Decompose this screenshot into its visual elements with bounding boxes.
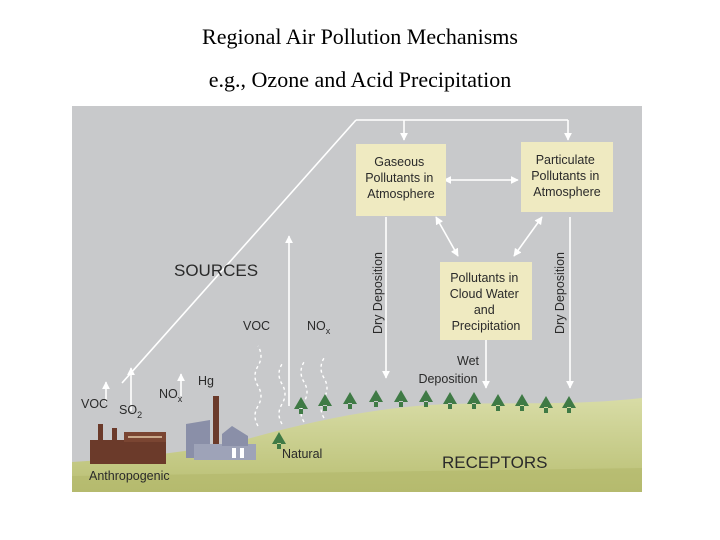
wet-label: Wet [457, 354, 480, 368]
box-gaseous-line-3: Atmosphere [367, 187, 434, 201]
box-gaseous-line-1: Gaseous [374, 155, 424, 169]
box-cloud-line-3: and [474, 303, 495, 317]
box-particulate-line-1: Particulate [536, 153, 595, 167]
deposition-label: Deposition [418, 372, 477, 386]
box-cloud-line-1: Pollutants in [450, 271, 518, 285]
diagram-subtitle: e.g., Ozone and Acid Precipitation [0, 67, 720, 93]
dry-deposition-left-label: Dry Deposition [371, 252, 385, 334]
box-cloud-line-2: Cloud Water [450, 287, 519, 301]
box-gaseous-pollutants: Gaseous Pollutants in Atmosphere [356, 144, 446, 216]
box-cloud-water: Pollutants in Cloud Water and Precipitat… [440, 262, 532, 340]
box-cloud-line-4: Precipitation [452, 319, 521, 333]
pollution-diagram: Gaseous Pollutants in Atmosphere Particu… [72, 106, 642, 492]
hg-label: Hg [198, 374, 214, 388]
natural-label: Natural [282, 447, 322, 461]
sources-label: SOURCES [174, 261, 258, 280]
receptors-label: RECEPTORS [442, 453, 548, 472]
diagram-title: Regional Air Pollution Mechanisms [0, 24, 720, 50]
svg-text:Particulate Pollutants i: Particulate Pollutants in Atmosphere [531, 153, 603, 199]
svg-text:Gaseous Pollutants in: Gaseous Pollutants in Atmosphere [365, 155, 437, 201]
box-particulate-line-2: Pollutants in [531, 169, 599, 183]
dry-deposition-right-label: Dry Deposition [553, 252, 567, 334]
voc-anthropogenic-label: VOC [81, 397, 108, 411]
anthropogenic-label: Anthropogenic [89, 469, 170, 483]
box-particulate-line-3: Atmosphere [533, 185, 600, 199]
box-particulate-pollutants: Particulate Pollutants in Atmosphere [521, 142, 613, 212]
voc-natural-label: VOC [243, 319, 270, 333]
box-gaseous-line-2: Pollutants in [365, 171, 433, 185]
